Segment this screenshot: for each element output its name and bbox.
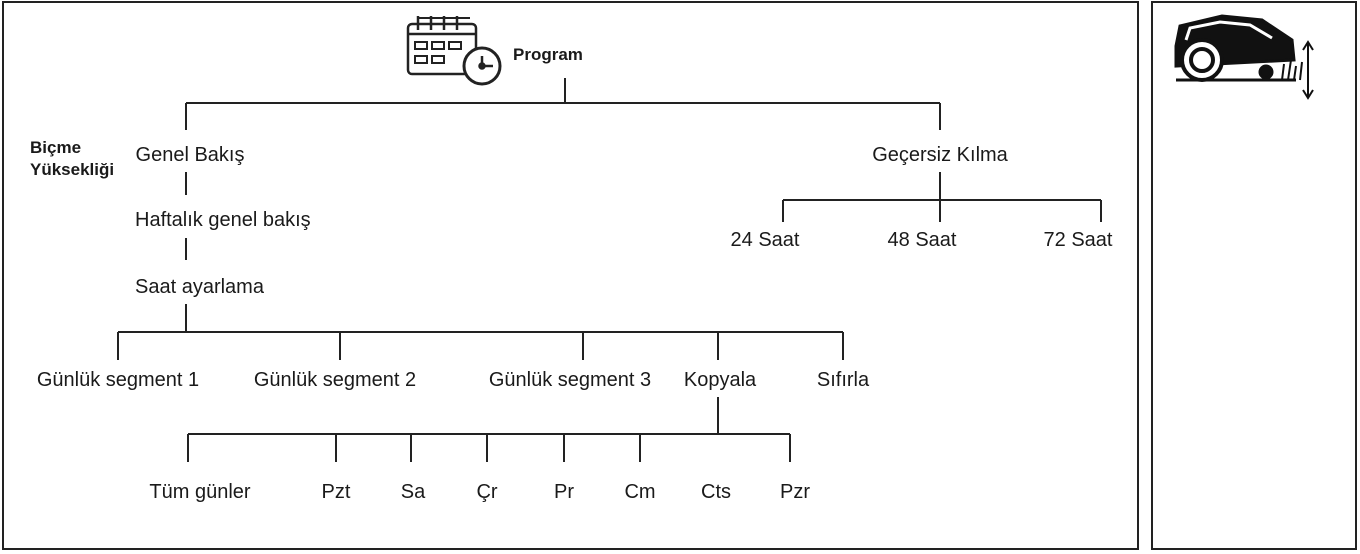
override-72h-node[interactable]: 72 Saat [1043,229,1113,251]
cutting-height-label: Biçme Yüksekliği [30,138,115,179]
segment-3-node[interactable]: Günlük segment 3 [488,369,652,391]
overview-node[interactable]: Genel Bakış [135,144,245,166]
reset-node[interactable]: Sıfırla [816,369,870,391]
day-all-node[interactable]: Tüm günler [149,481,251,503]
override-48h-node[interactable]: 48 Saat [887,229,957,251]
cutting-height-panel [1151,1,1357,550]
day-tue-node[interactable]: Sa [400,481,426,503]
day-sun-node[interactable]: Pzr [780,481,810,503]
override-node[interactable]: Geçersiz Kılma [872,144,1008,166]
day-mon-node[interactable]: Pzt [321,481,351,503]
day-wed-node[interactable]: Çr [476,481,498,503]
calendar-clock-icon [406,16,502,86]
day-sat-node[interactable]: Cts [701,481,731,503]
mower-cutting-height-icon [1174,14,1314,100]
time-setting-node[interactable]: Saat ayarlama [135,276,264,298]
segment-2-node[interactable]: Günlük segment 2 [253,369,417,391]
copy-node[interactable]: Kopyala [683,369,757,391]
override-24h-node[interactable]: 24 Saat [730,229,800,251]
day-thu-node[interactable]: Pr [554,481,574,503]
menu-tree-panel [2,1,1139,550]
segment-1-node[interactable]: Günlük segment 1 [36,369,200,391]
weekly-overview-node[interactable]: Haftalık genel bakış [135,209,311,231]
day-fri-node[interactable]: Cm [624,481,656,503]
program-title: Program [513,45,583,64]
